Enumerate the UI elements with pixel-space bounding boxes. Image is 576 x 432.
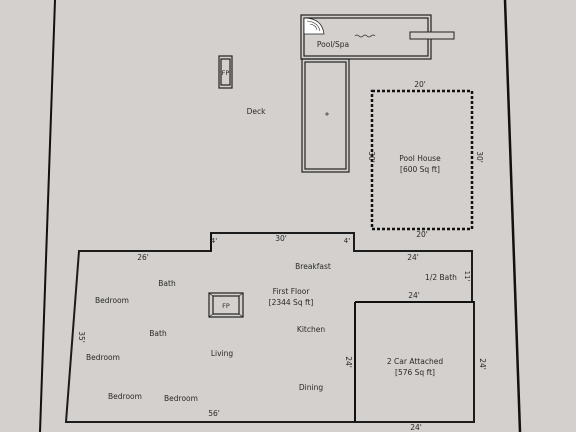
garage-dim-right: 24' <box>478 358 487 370</box>
pool-spa <box>300 14 455 60</box>
garage-dim-left: 24' <box>344 356 353 368</box>
outdoor-fireplace <box>218 55 233 89</box>
garage-outline <box>354 301 474 422</box>
dim-left-side: 35' <box>77 331 86 343</box>
first-floor-area: [2344 Sq ft] <box>269 298 314 307</box>
room-half-bath: 1/2 Bath <box>425 273 457 282</box>
room-dining: Dining <box>299 383 323 392</box>
room-bedroom-2: Bedroom <box>86 353 120 362</box>
first-floor-title: First Floor <box>273 287 311 296</box>
room-living: Living <box>211 349 234 358</box>
room-bath-2: Bath <box>149 329 167 338</box>
dim-right-step: 11' <box>463 271 471 282</box>
property-line-left <box>39 0 56 432</box>
lap-pool <box>301 58 350 173</box>
pool-house-area: [600 Sq ft] <box>400 165 440 174</box>
dim-top-center: 30' <box>275 234 287 243</box>
garage-dim-bottom: 24' <box>410 423 422 432</box>
room-bedroom-1: Bedroom <box>95 296 129 305</box>
dim-notch-right: 4' <box>344 237 350 245</box>
garage-area: [576 Sq ft] <box>395 368 435 377</box>
dim-top-right: 24' <box>407 253 419 262</box>
room-kitchen: Kitchen <box>297 325 325 334</box>
room-breakfast: Breakfast <box>295 262 331 271</box>
property-line-right <box>503 0 522 432</box>
interior-fireplace-label: FP <box>222 302 230 310</box>
room-bedroom-4: Bedroom <box>164 394 198 403</box>
pool-spa-label: Pool/Spa <box>317 40 349 49</box>
pool-house-dim-bottom: 20' <box>416 230 428 239</box>
deck-label: Deck <box>247 107 267 116</box>
pool-house-title: Pool House <box>399 154 441 163</box>
pool-house-dim-top: 20' <box>414 80 426 89</box>
dim-top-left: 26' <box>137 253 149 262</box>
room-bath-1: Bath <box>158 279 176 288</box>
room-bedroom-3: Bedroom <box>108 392 142 401</box>
pool-house-outline <box>370 89 474 231</box>
garage-dim-top: 24' <box>408 291 420 300</box>
outdoor-fireplace-label: FP <box>222 69 230 77</box>
garage-title: 2 Car Attached <box>387 357 443 366</box>
dim-bottom: 56' <box>208 409 220 418</box>
pool-house-dim-right: 30' <box>475 151 484 163</box>
interior-fireplace <box>208 292 244 318</box>
pool-house-dim-left: 30' <box>367 151 376 163</box>
dim-notch-left: 4' <box>211 237 217 245</box>
